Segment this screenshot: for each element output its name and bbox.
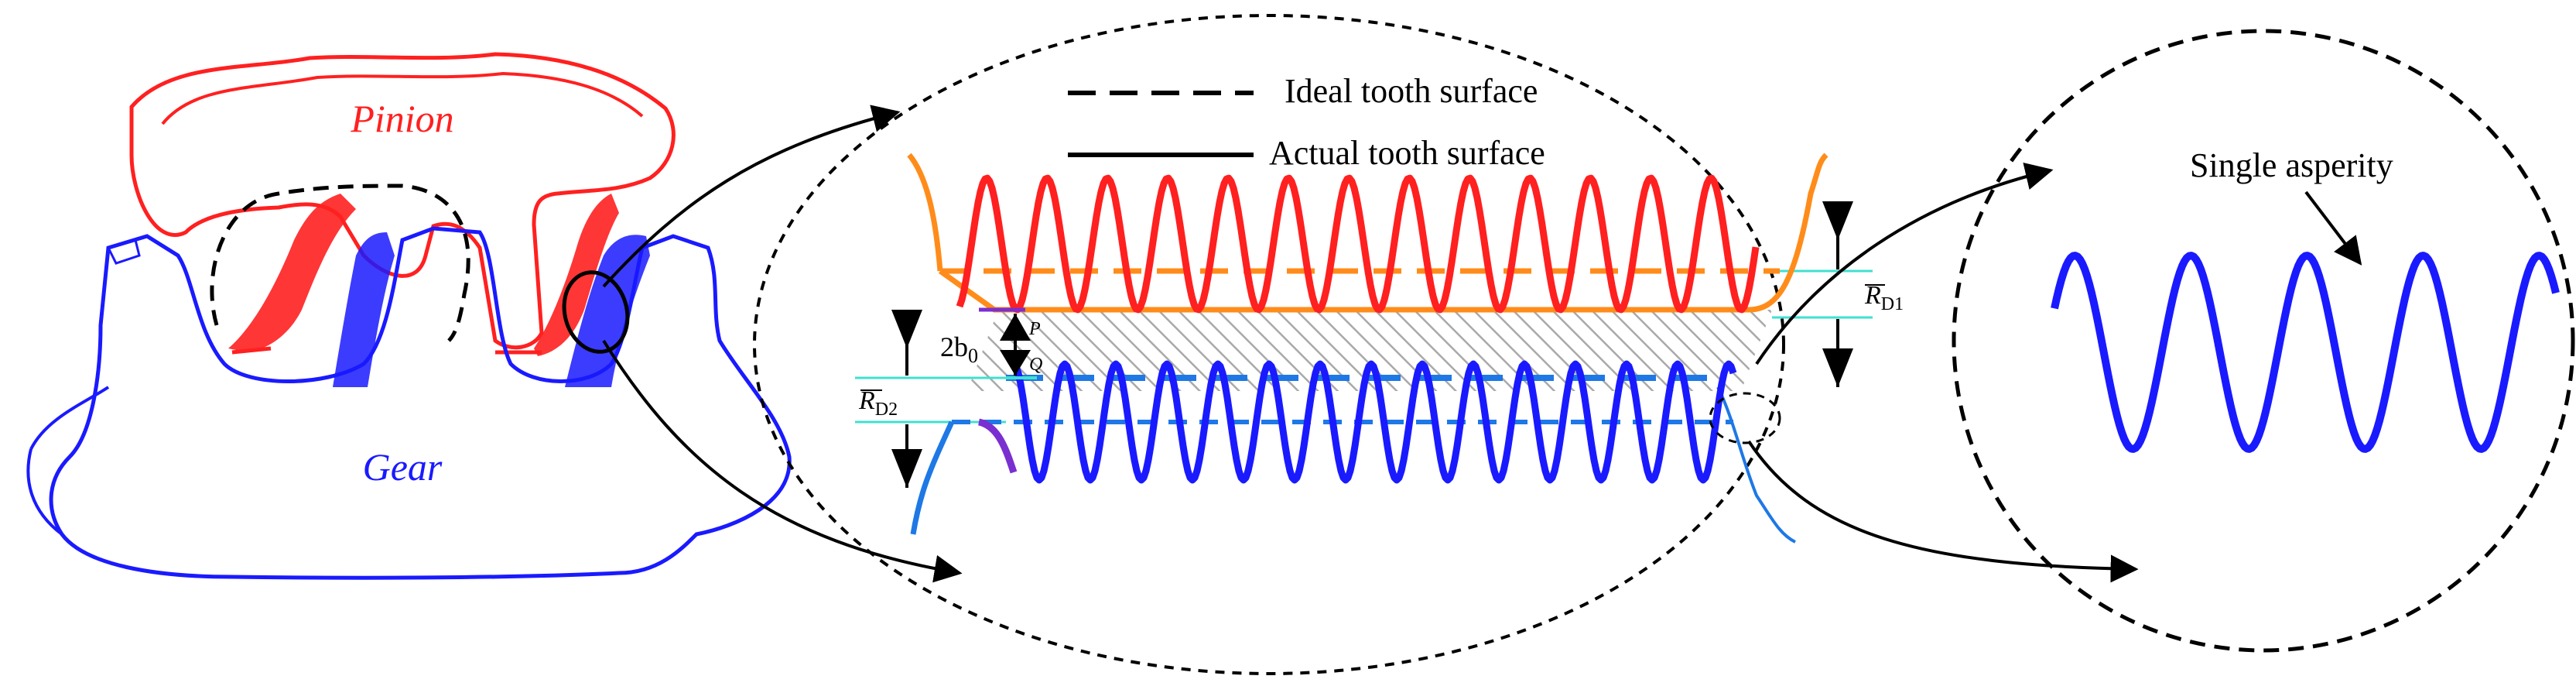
clearance-2b0-dimension: 2b0 [940, 314, 1031, 376]
single-asperity-pointer [2304, 190, 2362, 266]
zoom-arrow-top [602, 105, 901, 288]
rd1-label-sub: D1 [1881, 294, 1904, 314]
magnified-surfaces-view: Ideal tooth surface Actual tooth surface [753, 14, 1904, 675]
pinion-label: Pinion [350, 97, 453, 140]
asperity-arrow-top [1755, 162, 2054, 365]
purple-segment [977, 418, 1018, 474]
asperity-view-circle [1952, 29, 2575, 653]
single-asperity-curve [2051, 252, 2560, 453]
gear-mesh-illustration: Pinion Gear [26, 52, 792, 580]
pinion-outline [129, 52, 676, 350]
rd1-label: RD1 [1864, 281, 1904, 314]
rd2-label-sub: D2 [875, 400, 898, 420]
gear-outline [49, 226, 792, 580]
point-q-label: Q [1029, 355, 1042, 375]
upper-actual-baseline-orange [938, 153, 1829, 313]
zoom-arrow-bottom [602, 339, 963, 583]
pinion-tooth-left [228, 194, 356, 352]
asperity-zoom-ellipse [1709, 392, 1781, 444]
upper-left-orange-edge [907, 153, 943, 272]
pinion-outline-inner [161, 71, 644, 125]
clearance-2b0-label: 2b0 [940, 331, 978, 367]
point-p-label: P [1028, 319, 1041, 339]
rd1-dimension: RD1 [1822, 201, 1904, 387]
gear-rough-surface [1011, 360, 1737, 484]
gear-outline-inner [26, 386, 110, 536]
gear-label: Gear [363, 445, 443, 489]
legend-ideal-label: Ideal tooth surface [1285, 72, 1538, 110]
clearance-2b0-main: 2b [940, 331, 968, 362]
rd1-label-main: R [1864, 281, 1881, 310]
lower-right-blue-edge [1716, 386, 1796, 544]
single-asperity-label: Single asperity [2190, 146, 2393, 184]
lower-left-blue-edge [910, 420, 955, 535]
pinion-tooth-right [534, 194, 619, 356]
asperity-arrow-bottom [1747, 440, 2139, 583]
rd2-dimension: RD2 [858, 310, 922, 488]
clearance-2b0-sub: 0 [968, 345, 978, 367]
rd2-label-main: R [858, 386, 875, 415]
legend: Ideal tooth surface Actual tooth surface [1068, 72, 1545, 172]
gear-tooth-mid [333, 232, 395, 387]
magnified-view-ellipse [753, 14, 1785, 675]
single-asperity-view: Single asperity [1952, 29, 2575, 653]
rd2-label: RD2 [858, 386, 898, 420]
mesh-dashed-arc [210, 184, 470, 342]
legend-actual-label: Actual tooth surface [1269, 134, 1545, 172]
pinion-rough-surface [956, 174, 1760, 314]
contact-zoom-ellipse [562, 270, 630, 354]
